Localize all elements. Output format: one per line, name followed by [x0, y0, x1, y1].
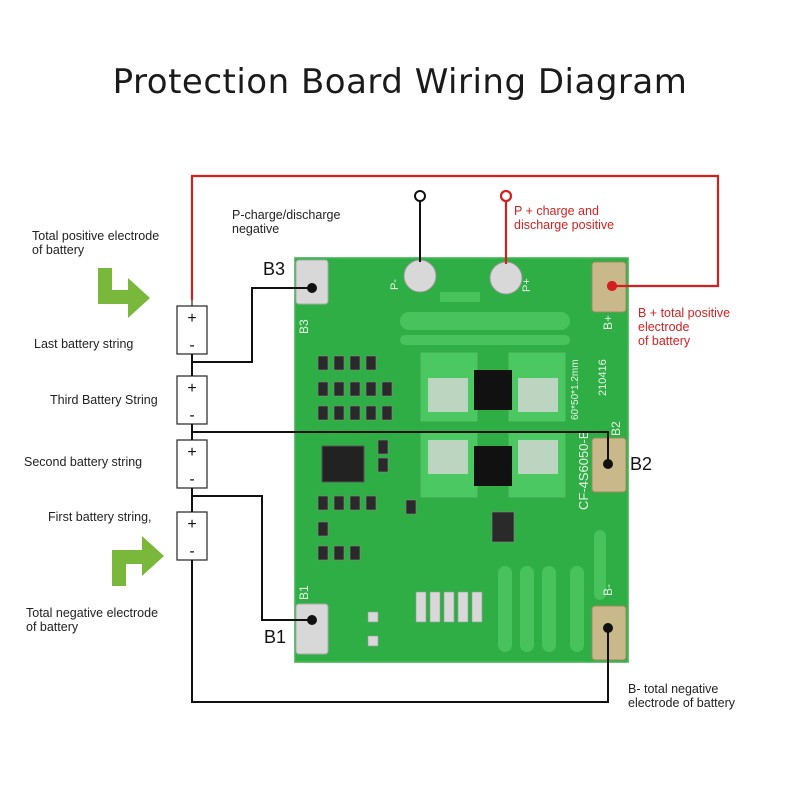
label-first-string: First battery string,: [48, 510, 152, 524]
terminal-minus: -: [189, 407, 194, 424]
label-b-plus-total: B + total positive electrode of battery: [638, 306, 731, 348]
cell-terminal-labels: + - + - + - + -: [187, 310, 196, 560]
pad-pplus: [489, 261, 523, 295]
page-title: Protection Board Wiring Diagram: [112, 62, 688, 102]
pad-b1: [295, 603, 329, 655]
board-pad-pminus: P-: [389, 279, 401, 290]
ic-chip: [321, 445, 365, 483]
mosfet-chip: [474, 370, 512, 410]
board-pad-bminus: B-: [601, 584, 615, 596]
arrow-up-right-icon: [98, 268, 150, 318]
label-b-minus-total: B- total negative electrode of battery: [628, 682, 736, 710]
terminal-minus: -: [189, 543, 194, 560]
battery-cells: [176, 300, 208, 561]
mosfet-chip: [474, 446, 512, 486]
arrow-down-right-icon: [112, 536, 164, 586]
protection-board: CF-4S6050-B 60*50*1.2mm 210416 B3 B+ B2 …: [294, 257, 629, 663]
terminal-plus: +: [187, 380, 196, 397]
pad-pminus: [403, 259, 437, 293]
board-date: 210416: [597, 359, 609, 396]
board-size: 60*50*1.2mm: [570, 359, 581, 420]
wires-black: [191, 190, 613, 703]
terminal-plus: +: [187, 516, 196, 533]
terminal-plus: +: [187, 310, 196, 327]
label-total-positive: Total positive electrode of battery: [32, 229, 160, 257]
label-p-plus: P + charge and discharge positive: [514, 204, 615, 232]
board-pad-b3: B3: [297, 319, 311, 334]
board-pad-b2: B2: [609, 421, 623, 436]
battery-cell-last: [176, 305, 208, 355]
label-p-minus: P-charge/discharge negative: [232, 208, 341, 236]
wires-red: [190, 174, 720, 300]
board-model: CF-4S6050-B: [576, 431, 591, 510]
board-pad-pplus: P+: [521, 278, 533, 292]
label-second-string: Second battery string: [24, 455, 143, 469]
battery-cell-first: [176, 511, 208, 561]
label-b1: B1: [264, 627, 287, 647]
battery-cell-second: [176, 439, 208, 489]
terminal-minus: -: [189, 471, 194, 488]
board-pad-b1: B1: [297, 585, 311, 600]
label-last-string: Last battery string: [34, 337, 134, 351]
terminal-minus: -: [189, 337, 194, 354]
label-total-negative: Total negative electrode of battery: [26, 606, 159, 634]
pad-b3: [295, 259, 329, 305]
board-pad-bplus: B+: [601, 315, 615, 330]
label-third-string: Third Battery String: [50, 393, 158, 407]
label-b2: B2: [630, 454, 653, 474]
terminal-plus: +: [187, 444, 196, 461]
label-b3: B3: [263, 259, 286, 279]
